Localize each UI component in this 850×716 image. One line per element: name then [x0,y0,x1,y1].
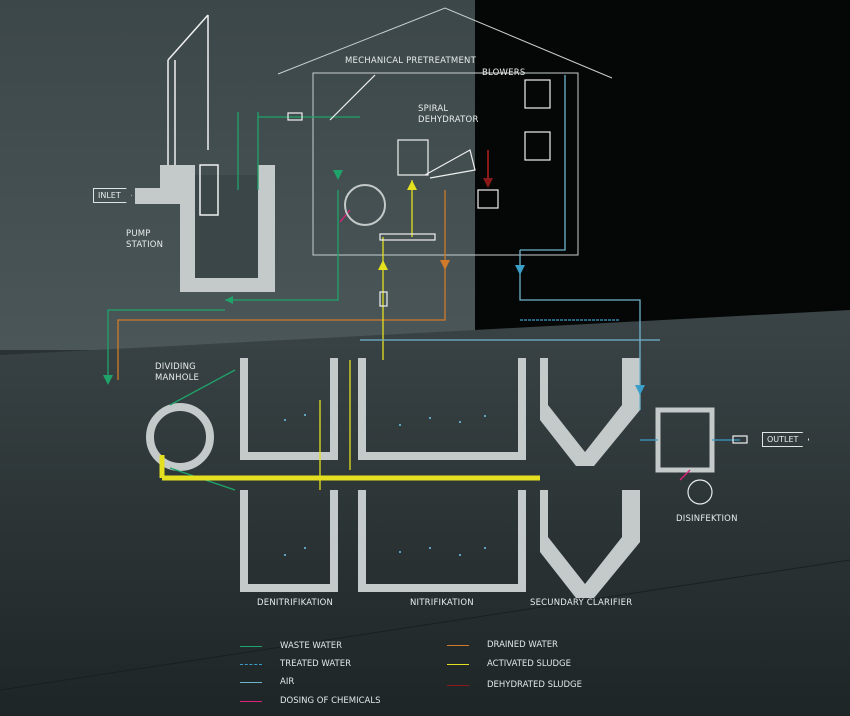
label-denitrification: DENITRIFIKATION [257,598,334,608]
legend-item-drained-water: DRAINED WATER [447,640,558,650]
legend-item-waste-water: WASTE WATER [240,641,342,651]
sludge-container [477,189,499,209]
flow-arrows [103,170,645,395]
legend-swatch [447,663,469,665]
legend-item-activated-sludge: ACTIVATED SLUDGE [447,659,571,669]
outlet-tag: OUTLET [762,432,810,447]
label-spiral-dehydrator: SPIRAL DEHYDRATOR [418,104,479,125]
legend-label: AIR [280,677,295,687]
legend-item-dosing: DOSING OF CHEMICALS [240,696,381,706]
label-disinfection: DISINFEKTION [676,514,738,524]
blower-1 [524,79,551,109]
legend-label: ACTIVATED SLUDGE [487,659,571,669]
spiral-dehydrator-unit [397,139,429,176]
inlet-pipe [135,188,195,204]
label-dividing-manhole: DIVIDING MANHOLE [155,362,200,383]
label-nitrification: NITRIFIKATION [410,598,474,608]
waste-water-pipe [225,190,339,301]
floor-line [0,559,850,691]
legend-swatch [240,645,262,647]
label-secondary-clarifier: SECUNDARY CLARIFIER [530,598,633,608]
background-floor [0,310,850,716]
legend-swatch [240,681,262,683]
label-mechanical-pretreatment: MECHANICAL PRETREATMENT [345,56,476,66]
legend-item-treated-water: TREATED WATER [240,659,351,669]
inlet-tag: INLET [93,188,132,203]
legend-label: DEHYDRATED SLUDGE [487,680,583,690]
screen-conveyor [329,74,376,121]
legend-item-dehydrated-sludge: DEHYDRATED SLUDGE [447,680,582,690]
chemical-tank [344,184,386,226]
legend-swatch [447,644,469,646]
legend-label: TREATED WATER [280,659,351,669]
legend-label: DRAINED WATER [487,640,558,650]
disinfection-uv-unit [687,479,713,505]
dividing-manhole [146,403,214,471]
equipment-icons [287,74,748,444]
legend-item-air: AIR [240,677,294,687]
legend-label: WASTE WATER [280,641,342,651]
legend-swatch [240,663,262,665]
dosing-pipe [339,209,351,223]
label-pump-station: PUMP STATION [126,229,164,250]
legend-swatch [447,684,469,686]
flow-meter [287,112,303,121]
label-blowers: BLOWERS [482,68,526,78]
blower-2 [524,131,551,161]
legend-swatch [240,700,262,702]
drained-water-pipe [117,190,446,380]
aeration-bubbles [284,414,486,556]
pipes [107,75,740,491]
background-dark [475,0,850,330]
legend-label: DOSING OF CHEMICALS [280,696,381,706]
crane [167,14,219,216]
sludge-pump [379,233,436,241]
